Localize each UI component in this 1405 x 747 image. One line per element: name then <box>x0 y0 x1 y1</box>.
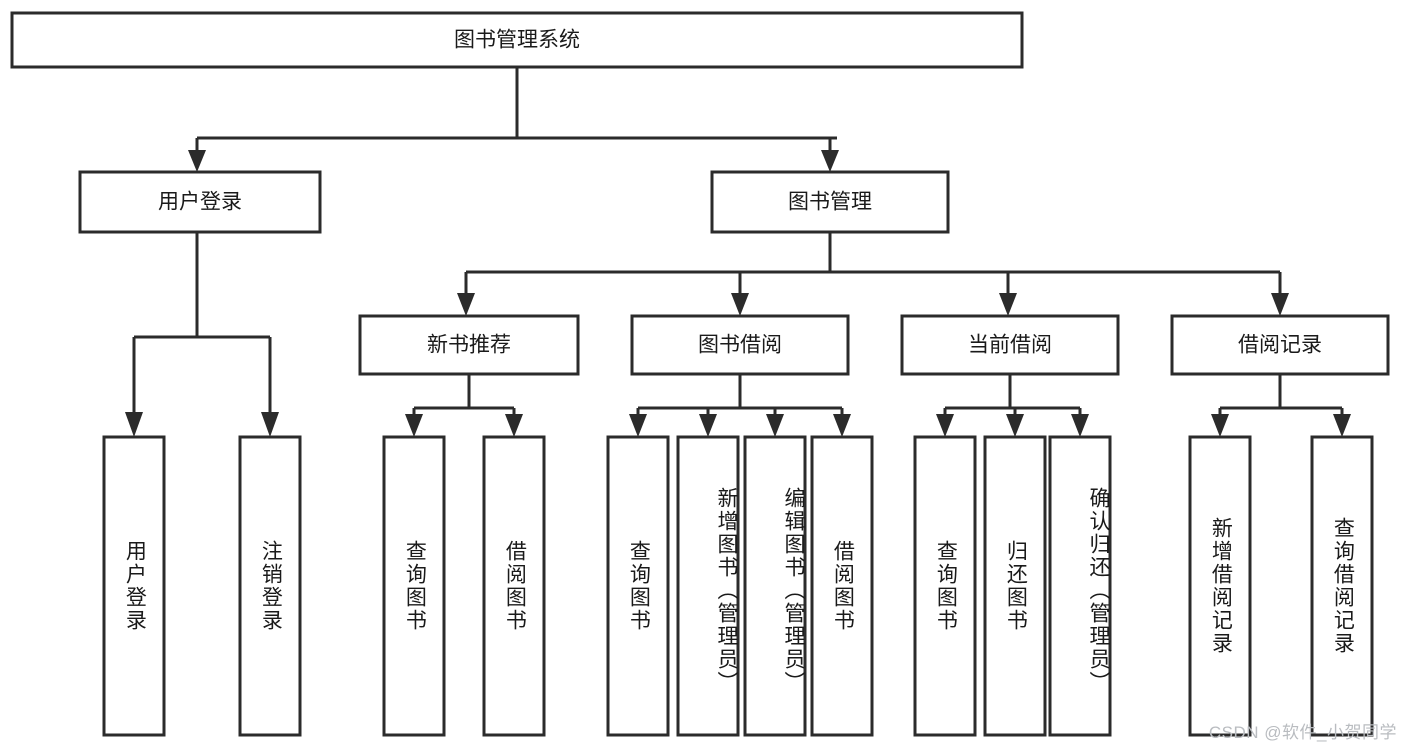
arrowhead-leaf-query-book-1 <box>405 414 423 437</box>
arrowhead-current-borrow <box>999 293 1017 316</box>
leaf-add-borrow-record-box[interactable] <box>1188 435 1252 737</box>
edges-user-login-to-leaves <box>125 232 279 437</box>
node-book-borrow[interactable]: 图书借阅 <box>630 314 850 376</box>
arrowhead-leaf-query-borrow-record <box>1333 414 1351 437</box>
edges-root-to-level2 <box>188 67 839 172</box>
arrowhead-book-manage <box>821 150 839 172</box>
arrowhead-leaf-logout-login <box>261 412 279 437</box>
node-borrow-record-label: 借阅记录 <box>1238 334 1322 357</box>
node-borrow-record[interactable]: 借阅记录 <box>1170 314 1390 376</box>
node-current-borrow-box[interactable] <box>900 314 1120 376</box>
arrowhead-leaf-confirm-return <box>1071 414 1089 437</box>
node-book-manage[interactable]: 图书管理 <box>710 170 950 234</box>
leaf-edit-book-admin-box[interactable] <box>743 435 807 737</box>
leaf-borrow-book-2-box[interactable] <box>810 435 874 737</box>
edges-borrow-record-to-leaves <box>1211 374 1351 437</box>
leaf-query-book-3-box[interactable] <box>913 435 977 737</box>
node-new-book-recommend[interactable]: 新书推荐 <box>358 314 580 376</box>
node-borrow-record-box[interactable] <box>1170 314 1390 376</box>
arrowhead-leaf-add-borrow-record <box>1211 414 1229 437</box>
node-current-borrow-label: 当前借阅 <box>968 334 1052 357</box>
node-user-login-label: 用户登录 <box>158 191 242 214</box>
arrowhead-leaf-user-login <box>125 412 143 437</box>
arrowhead-leaf-edit-book-admin <box>766 414 784 437</box>
arrowhead-leaf-query-book-3 <box>936 414 954 437</box>
leaf-return-book-box[interactable] <box>983 435 1047 737</box>
node-user-login-box[interactable] <box>78 170 322 234</box>
node-root-box[interactable] <box>10 11 1024 69</box>
node-book-manage-label: 图书管理 <box>788 191 872 214</box>
edges-book-borrow-to-leaves <box>629 374 851 437</box>
leaf-query-borrow-record-box[interactable] <box>1310 435 1374 737</box>
leaf-confirm-return-box[interactable] <box>1048 435 1112 737</box>
leaf-user-login-box[interactable] <box>102 435 166 737</box>
node-user-login[interactable]: 用户登录 <box>78 170 322 234</box>
leaf-boxes <box>102 435 1374 737</box>
arrowhead-new-book-recommend <box>457 293 475 316</box>
node-new-book-recommend-box[interactable] <box>358 314 580 376</box>
node-book-borrow-box[interactable] <box>630 314 850 376</box>
arrowhead-book-borrow <box>731 293 749 316</box>
leaf-query-book-2-box[interactable] <box>606 435 670 737</box>
leaf-add-book-admin-box[interactable] <box>676 435 740 737</box>
edges-book-manage-to-level3 <box>457 232 1289 316</box>
arrowhead-leaf-borrow-book-2 <box>833 414 851 437</box>
arrowhead-user-login <box>188 150 206 172</box>
leaf-logout-login-box[interactable] <box>238 435 302 737</box>
leaf-query-book-1-box[interactable] <box>382 435 446 737</box>
arrowhead-borrow-record <box>1271 293 1289 316</box>
node-book-borrow-label: 图书借阅 <box>698 334 782 357</box>
csdn-watermark: CSDN @软件_小贺同学 <box>1208 723 1397 742</box>
leaf-borrow-book-1-box[interactable] <box>482 435 546 737</box>
node-root[interactable]: 图书管理系统 <box>10 11 1024 69</box>
node-new-book-recommend-label: 新书推荐 <box>427 334 511 357</box>
edges-new-book-recommend-to-leaves <box>405 374 523 437</box>
arrowhead-leaf-query-book-2 <box>629 414 647 437</box>
node-current-borrow[interactable]: 当前借阅 <box>900 314 1120 376</box>
node-root-label: 图书管理系统 <box>454 29 580 52</box>
arrowhead-leaf-borrow-book-1 <box>505 414 523 437</box>
arrowhead-leaf-return-book <box>1006 414 1024 437</box>
node-book-manage-box[interactable] <box>710 170 950 234</box>
edges-current-borrow-to-leaves <box>936 374 1089 437</box>
arrowhead-leaf-add-book-admin <box>699 414 717 437</box>
